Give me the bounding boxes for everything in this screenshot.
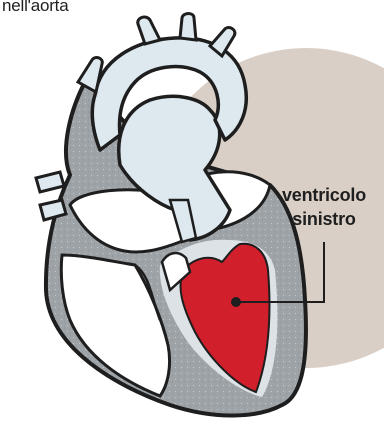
left-ventricle-label-line2: sinistro bbox=[266, 207, 382, 231]
pulmonary-vein-left-1 bbox=[36, 172, 64, 192]
left-ventricle-label-line1: ventricolo bbox=[266, 183, 382, 207]
leader-dot bbox=[231, 297, 241, 307]
arch-branch-2 bbox=[180, 14, 196, 41]
aorta-caption: nell'aorta bbox=[2, 0, 68, 16]
left-ventricle-label: ventricolo sinistro bbox=[266, 183, 382, 231]
arch-branch-1 bbox=[138, 17, 160, 44]
